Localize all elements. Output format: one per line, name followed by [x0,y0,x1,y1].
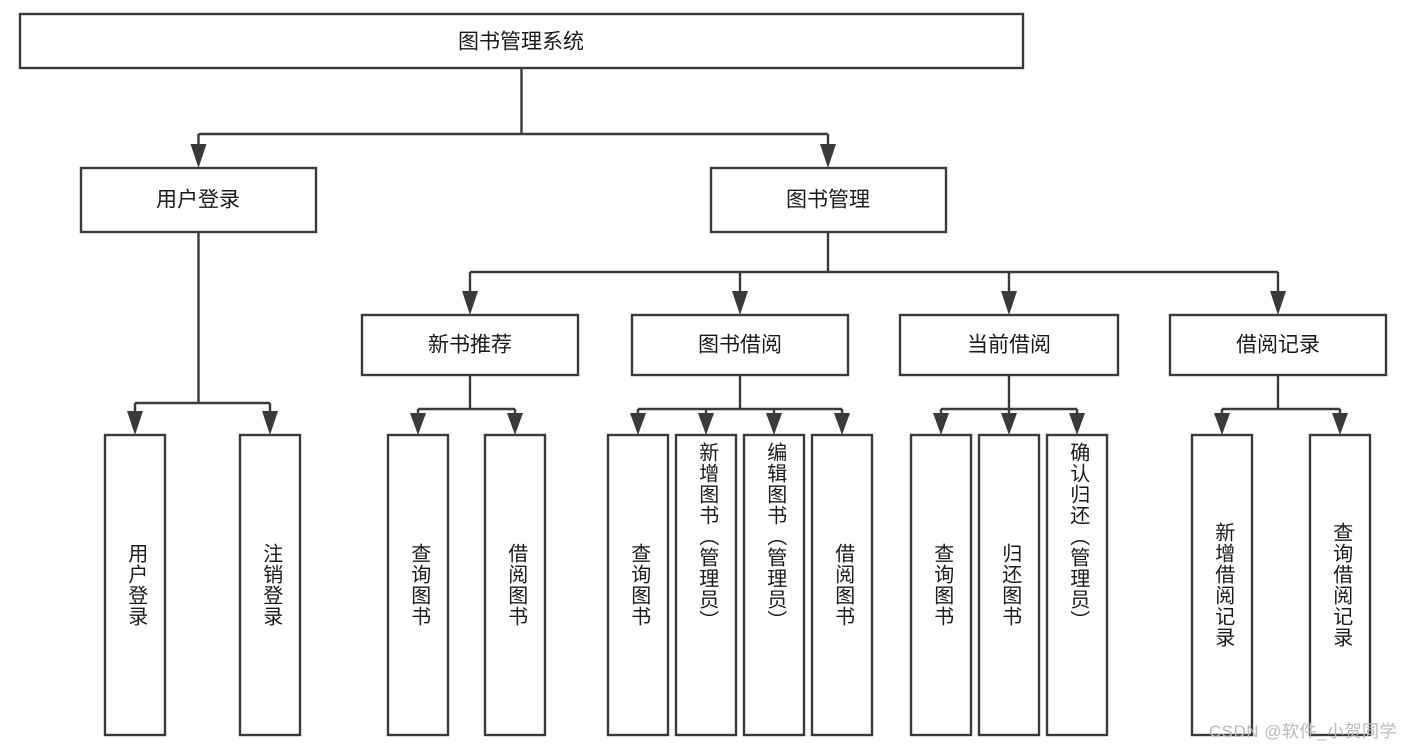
node-user-login[interactable]: 用户登录 [79,166,318,234]
node-root[interactable]: 图书管理系统 [18,12,1025,70]
arrow-head-leaf-n1 [410,413,426,435]
arrow-head-leaf-b2 [698,413,714,435]
node-book-manage-label: 图书管理 [786,189,870,212]
leaf-boxes-new-book [386,433,547,737]
leaf-box-borrow-record-1[interactable] [1190,433,1254,737]
leaf-boxes-current-borrow [909,433,1109,737]
node-current-borrow-box[interactable] [898,313,1120,377]
leaf-box-new-book-2[interactable] [483,433,547,737]
arrow-head-leaf-b3 [766,413,782,435]
leaf-box-current-borrow-3[interactable] [1045,433,1109,737]
arrow-head-leaf-u1 [127,411,143,435]
node-book-manage[interactable]: 图书管理 [709,166,948,234]
arrow-head-book-manage [820,144,836,168]
arrow-head-leaf-c3 [1069,413,1085,435]
leaf-box-book-borrow-2[interactable] [674,433,738,737]
connector-group-book-borrow [630,375,850,435]
connector-group-book-manage [462,232,1286,315]
arrow-head-current-borrow [1001,291,1017,315]
csdn-watermark: CSDN @软件_小贺同学 [1208,722,1397,741]
arrow-head-leaf-c2 [1001,413,1017,435]
node-root-box[interactable] [18,12,1025,70]
node-borrow-record-box[interactable] [1168,313,1388,377]
leaf-box-book-borrow-4[interactable] [810,433,874,737]
arrow-head-leaf-n2 [507,413,523,435]
leaf-box-book-borrow-3[interactable] [742,433,806,737]
arrow-head-new-book [462,291,478,315]
arrow-head-borrow-record [1270,291,1286,315]
node-borrow-record[interactable]: 借阅记录 [1168,313,1388,377]
leaf-boxes-book-borrow [606,433,874,737]
node-book-manage-box[interactable] [709,166,948,234]
leaf-box-new-book-1[interactable] [386,433,450,737]
node-root-label: 图书管理系统 [458,31,584,54]
arrow-head-user-login [190,144,207,168]
node-user-login-label: 用户登录 [156,189,240,212]
node-new-book-recommend-label: 新书推荐 [428,334,512,357]
arrow-head-book-borrow [732,291,748,315]
connector-group-current-borrow [933,375,1085,435]
leaf-box-borrow-record-2[interactable] [1308,433,1372,737]
node-user-login-box[interactable] [79,166,318,234]
leaf-boxes-user-login [103,433,302,737]
node-book-borrow[interactable]: 图书借阅 [630,313,850,377]
arrow-head-leaf-b4 [834,413,850,435]
arrow-head-leaf-b1 [630,413,646,435]
node-book-borrow-label: 图书借阅 [698,334,782,357]
leaf-box-current-borrow-2[interactable] [977,433,1041,737]
leaf-box-user-login-2[interactable] [238,433,302,737]
arrow-head-leaf-r1 [1214,413,1230,435]
node-borrow-record-label: 借阅记录 [1236,334,1320,357]
leaf-box-book-borrow-1[interactable] [606,433,670,737]
node-current-borrow-label: 当前借阅 [967,334,1051,357]
arrow-head-leaf-c1 [933,413,949,435]
node-current-borrow[interactable]: 当前借阅 [898,313,1120,377]
connector-group-new-book [410,375,523,435]
node-new-book-recommend[interactable]: 新书推荐 [360,313,580,377]
node-new-book-recommend-box[interactable] [360,313,580,377]
leaf-box-user-login-1[interactable] [103,433,167,737]
arrow-head-leaf-u2 [262,411,278,435]
connector-group-borrow-record [1214,375,1348,435]
leaf-boxes-borrow-record [1190,433,1372,737]
connector-group-root [190,68,836,168]
arrow-head-leaf-r2 [1332,413,1348,435]
connector-group-user-login [127,232,278,435]
leaf-box-current-borrow-1[interactable] [909,433,973,737]
node-book-borrow-box[interactable] [630,313,850,377]
